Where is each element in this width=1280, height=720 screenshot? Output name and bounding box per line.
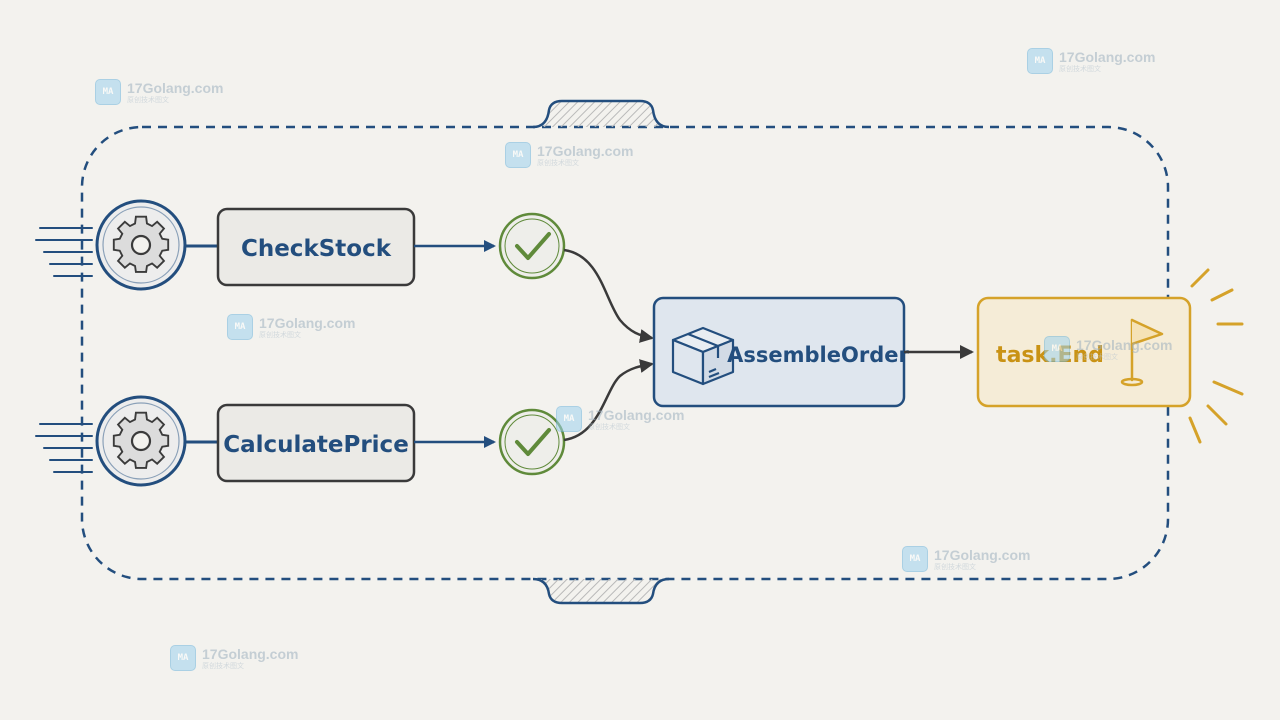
package-icon bbox=[671, 326, 735, 386]
node-label: AssembleOrder bbox=[727, 343, 909, 367]
gear-icon bbox=[95, 199, 187, 291]
watermark-subtext: 原创技术图文 bbox=[934, 562, 976, 571]
top-tab bbox=[533, 101, 669, 127]
watermark-logo-icon: MA bbox=[1027, 48, 1053, 74]
watermark-subtext: 原创技术图文 bbox=[259, 330, 301, 339]
watermark-text: 17Golang.com bbox=[537, 142, 634, 159]
watermark-subtext: 原创技术图文 bbox=[1076, 352, 1118, 361]
arrow bbox=[563, 359, 654, 442]
speed-lines-top bbox=[35, 227, 93, 277]
watermark-text: 17Golang.com bbox=[934, 546, 1031, 563]
node-label: CheckStock bbox=[241, 236, 392, 262]
watermark-text: 17Golang.com bbox=[1059, 48, 1156, 65]
check-icon bbox=[498, 212, 566, 280]
watermark-text: 17Golang.com bbox=[1076, 336, 1173, 353]
watermark-text: 17Golang.com bbox=[259, 314, 356, 331]
watermark-logo-icon: MA bbox=[170, 645, 196, 671]
watermark-logo-icon: MA bbox=[556, 406, 582, 432]
node-calculate-price[interactable]: CalculatePrice bbox=[216, 403, 416, 483]
flag-icon bbox=[1120, 318, 1164, 387]
gear-icon bbox=[95, 395, 187, 487]
burst-rays bbox=[1188, 268, 1244, 444]
watermark-logo-icon: MA bbox=[1044, 336, 1070, 362]
watermark-text: 17Golang.com bbox=[588, 406, 685, 423]
watermark-text: 17Golang.com bbox=[202, 645, 299, 662]
watermark-subtext: 原创技术图文 bbox=[202, 661, 244, 670]
watermark-logo-icon: MA bbox=[505, 142, 531, 168]
watermark-subtext: 原创技术图文 bbox=[1059, 64, 1101, 73]
watermark-subtext: 原创技术图文 bbox=[537, 158, 579, 167]
watermark-logo-icon: MA bbox=[95, 79, 121, 105]
watermark-logo-icon: MA bbox=[902, 546, 928, 572]
check-icon bbox=[498, 408, 566, 476]
watermark-subtext: 原创技术图文 bbox=[588, 422, 630, 431]
node-label: CalculatePrice bbox=[223, 432, 409, 458]
speed-lines-bottom bbox=[35, 423, 93, 473]
watermark-text: 17Golang.com bbox=[127, 79, 224, 96]
node-check-stock[interactable]: CheckStock bbox=[216, 207, 416, 287]
bottom-tab bbox=[533, 579, 669, 603]
watermark-logo-icon: MA bbox=[227, 314, 253, 340]
node-assemble-order[interactable]: AssembleOrder bbox=[652, 296, 909, 408]
arrow bbox=[563, 248, 654, 343]
watermark-subtext: 原创技术图文 bbox=[127, 95, 169, 104]
